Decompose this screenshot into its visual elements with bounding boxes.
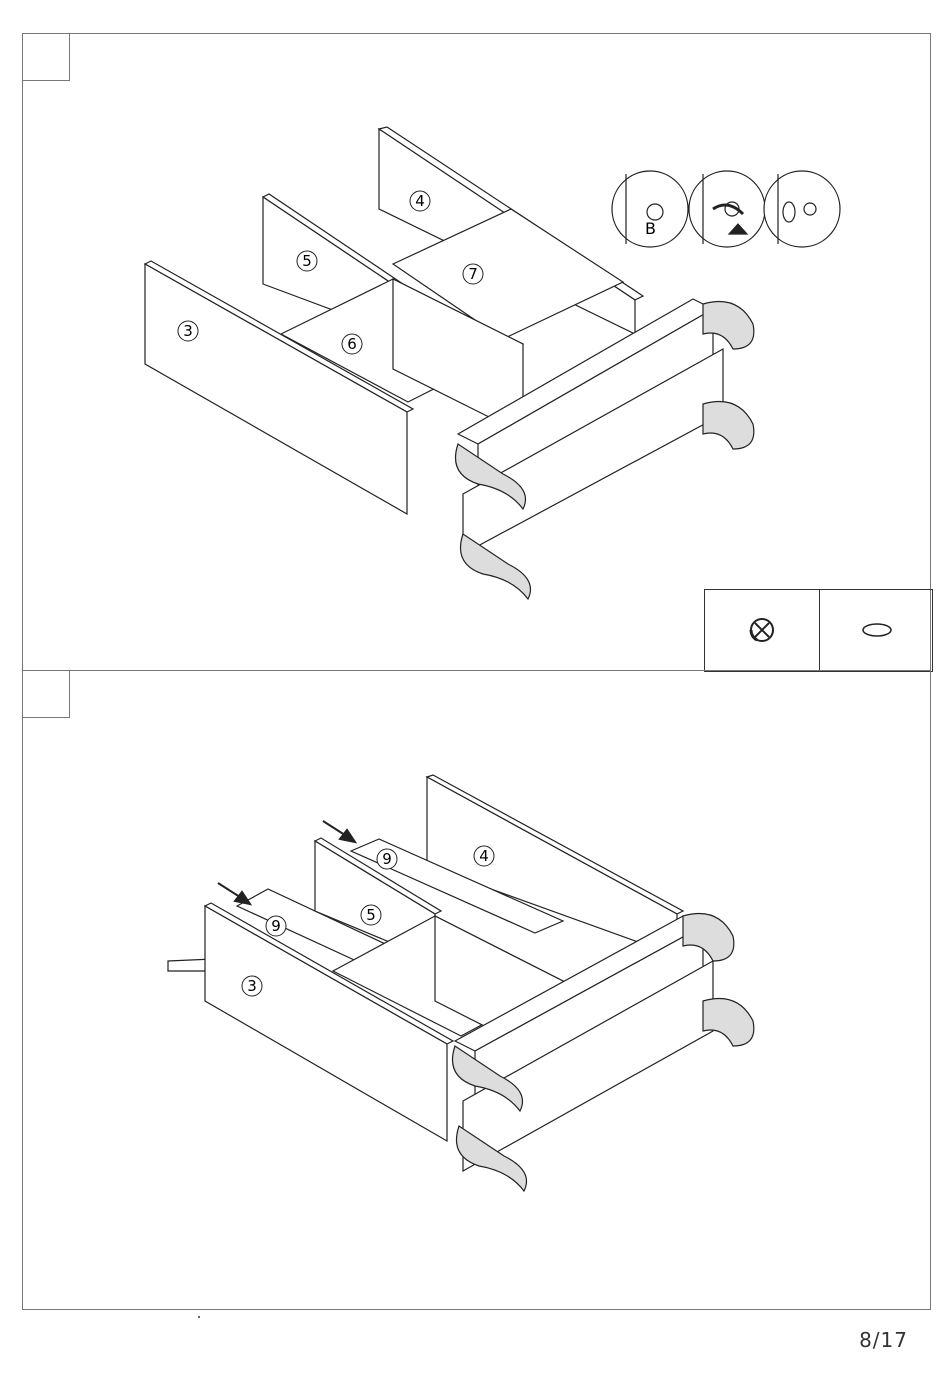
panel-4	[427, 777, 677, 956]
step-1-panel: B 4 5 7 3 6	[22, 33, 931, 671]
detail-label-b: B	[645, 219, 656, 238]
part-label-6: 6	[347, 335, 357, 353]
part-label-9: 9	[271, 917, 281, 935]
step-1-illustration: B 4 5 7 3 6	[23, 34, 932, 672]
arrow-head-icon	[235, 892, 250, 904]
part-label-5: 5	[302, 252, 312, 270]
part-label-7: 7	[468, 265, 478, 283]
detail-circle-cover	[764, 171, 840, 247]
part-label-4: 4	[479, 847, 489, 865]
hardware-cell-cover-cap	[819, 590, 934, 671]
arrow-head-icon	[340, 830, 355, 842]
part-label-9: 9	[382, 850, 392, 868]
page-number: 8/17	[859, 1328, 908, 1352]
part-label-3: 3	[247, 977, 257, 995]
step-2-illustration: 9 4 5 9 3	[23, 671, 932, 1311]
part-label-4: 4	[415, 192, 425, 210]
part-label-3: 3	[183, 322, 193, 340]
cam-lock-icon	[705, 590, 819, 671]
hardware-table	[704, 589, 933, 672]
cover-cap-icon	[820, 590, 934, 671]
part-label-5: 5	[366, 906, 376, 924]
print-speck	[198, 1316, 200, 1318]
hardware-cell-cam-lock	[705, 590, 819, 671]
step-2-panel: 9 4 5 9 3	[22, 670, 931, 1310]
